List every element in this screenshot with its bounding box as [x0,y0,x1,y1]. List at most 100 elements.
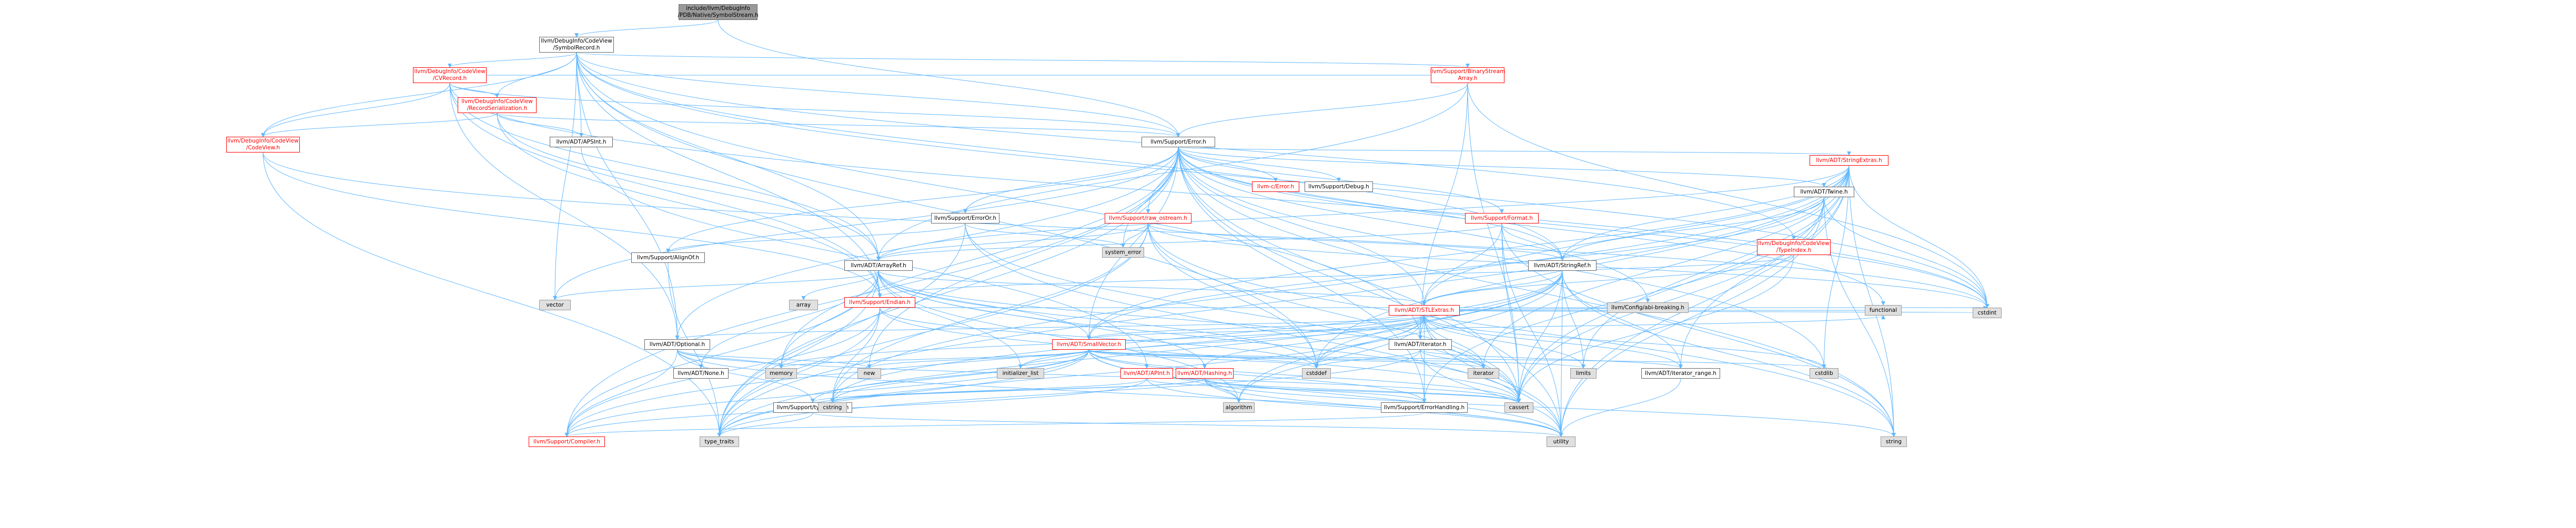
edge-binstreamarray-cassert [1467,83,1521,403]
node-cstring: cstring [818,402,847,413]
node-string: string [1881,436,1907,447]
edge-symrec-codeview [261,52,577,137]
edge-error-stringextras [1178,147,1851,156]
node-alignof[interactable]: llvm/Support/AlignOf.h [631,252,705,263]
node-label: llvm/DebugInfo/CodeView [541,38,612,44]
edge-format-cassert [1501,223,1521,403]
edge-cvrecord-cstdint [449,83,1989,308]
edge-error-new [867,147,1179,369]
node-iterrange[interactable]: llvm/ADT/iterator_range.h [1641,368,1720,379]
edge-rawostream-stringref [1148,223,1564,261]
edge-smallvector-cstdlib [1088,349,1826,369]
node-initlist: initializer_list [997,368,1044,379]
edge-hashing-cstring [830,378,1205,403]
edge-hashing-algorithm [1204,378,1241,403]
node-stringref[interactable]: llvm/ADT/StringRef.h [1528,260,1597,271]
node-endian[interactable]: llvm/Support/Endian.h [844,297,915,308]
edge-rawostream-cstddef [1148,223,1319,369]
node-label: llvm/ADT/StringRef.h [1533,262,1591,269]
node-configabi: llvm/Config/abi-breaking.h [1607,302,1689,313]
node-label: llvm/ADT/ArrayRef.h [851,262,906,269]
node-label: llvm/ADT/SmallVector.h [1056,341,1122,348]
edge-stlextras-iteratorstd [1424,315,1486,369]
edge-smallvector-functional [1088,315,1885,340]
node-apint[interactable]: llvm/ADT/APInt.h [1120,368,1173,379]
node-iterator[interactable]: llvm/ADT/iterator.h [1389,339,1452,350]
node-label: cstdlib [1815,370,1833,377]
node-label: iterator [1473,370,1494,377]
node-cassert: cassert [1504,402,1533,413]
node-codeview[interactable]: llvm/DebugInfo/CodeView/CodeView.h [226,137,300,153]
edge-error-cstdlib [1178,147,1826,369]
edge-iterator-typetraits [717,349,1421,437]
edge-typetraits_llvm-utility [812,412,1563,437]
node-label: initializer_list [1002,370,1039,377]
edge-apint-cstring [830,378,1147,403]
edge-stringref-algorithm [1237,270,1563,403]
node-compiler[interactable]: llvm/Support/Compiler.h [529,436,605,447]
node-root[interactable]: include/llvm/DebugInfo/PDB/Native/Symbol… [678,4,759,20]
edge-twine-cassert [1517,197,1824,403]
node-smallvector[interactable]: llvm/ADT/SmallVector.h [1052,339,1126,350]
edge-stlextras-smallvector [1087,315,1425,340]
node-symrec[interactable]: llvm/DebugInfo/CodeView/SymbolRecord.h [539,37,614,53]
edge-smallvector-typetraits_llvm [811,349,1089,403]
node-stlextras[interactable]: llvm/ADT/STLExtras.h [1389,305,1460,316]
node-stringextras[interactable]: llvm/ADT/StringExtras.h [1810,155,1888,166]
edge-stlextras-typetraits [717,315,1425,437]
edge-codeview-typetraits [262,152,722,437]
edge-cvrecord-optional [449,83,680,340]
edge-hashing-cassert [1204,378,1521,403]
edge-arrayref-array [801,270,879,300]
edge-binstreamarray-error [1176,83,1468,137]
edge-optional-typetraits_llvm [677,349,815,403]
edge-symrec-cvrecord [448,52,577,68]
node-hashing[interactable]: llvm/ADT/Hashing.h [1176,368,1234,379]
node-label: cstdint [1977,309,1997,316]
node-debug[interactable]: llvm/Support/Debug.h [1305,181,1373,192]
node-memory: memory [765,368,797,379]
node-functional: functional [1865,305,1902,316]
edge-apint-compiler [564,378,1147,437]
node-label: Array.h [1458,75,1478,82]
node-errorhandling[interactable]: llvm/Support/ErrorHandling.h [1381,402,1468,413]
node-error[interactable]: llvm/Support/Error.h [1141,137,1215,147]
node-optional[interactable]: llvm/ADT/Optional.h [644,339,710,350]
node-format[interactable]: llvm/Support/Format.h [1465,213,1539,224]
edge-error-cstdint [1178,147,1989,308]
node-label: llvm/Support/Endian.h [849,299,911,306]
edge-stringextras-arrayref [876,165,1850,261]
node-vector: vector [539,300,571,310]
node-recser[interactable]: llvm/DebugInfo/CodeView/RecordSerializat… [458,97,537,113]
node-cvrecord[interactable]: llvm/DebugInfo/CodeView/CVRecord.h [413,67,487,83]
edge-error-twine [1178,147,1826,187]
node-rawostream[interactable]: llvm/Support/raw_ostream.h [1105,213,1191,224]
edge-stringextras-typetraits [717,165,1850,437]
edge-stringref-iterrange [1562,270,1683,369]
node-label: llvm/ADT/STLExtras.h [1394,307,1454,313]
node-label: string [1885,438,1902,445]
edge-smallvector-cstddef [1088,349,1319,369]
node-typeindex[interactable]: llvm/DebugInfo/CodeView/TypeIndex.h [1757,239,1831,255]
edge-smallvector-new [867,349,1089,369]
node-label: llvm/Support/ErrorOr.h [934,215,997,221]
edge-stringref-string [1562,270,1896,437]
node-none[interactable]: llvm/ADT/None.h [673,368,729,379]
edge-root-error [718,19,1180,137]
edge-apsint-apint [581,147,1149,369]
node-twine[interactable]: llvm/ADT/Twine.h [1794,187,1854,197]
node-apsint[interactable]: llvm/ADT/APSInt.h [550,137,613,147]
node-erroror[interactable]: llvm/Support/ErrorOr.h [931,213,999,224]
edge-error-string [1178,147,1896,437]
edge-erroror-typetraits [717,223,966,437]
node-arrayref[interactable]: llvm/ADT/ArrayRef.h [844,260,913,271]
edge-smallvector-typetraits [717,349,1089,437]
node-systemerror: system_error [1102,247,1144,258]
node-iteratorstd: iterator [1468,368,1499,379]
node-label: llvm/ADT/iterator.h [1394,341,1447,348]
node-cerror[interactable]: llvm-c/Error.h [1252,181,1299,192]
edge-typetraits_llvm-typetraits [717,412,813,437]
